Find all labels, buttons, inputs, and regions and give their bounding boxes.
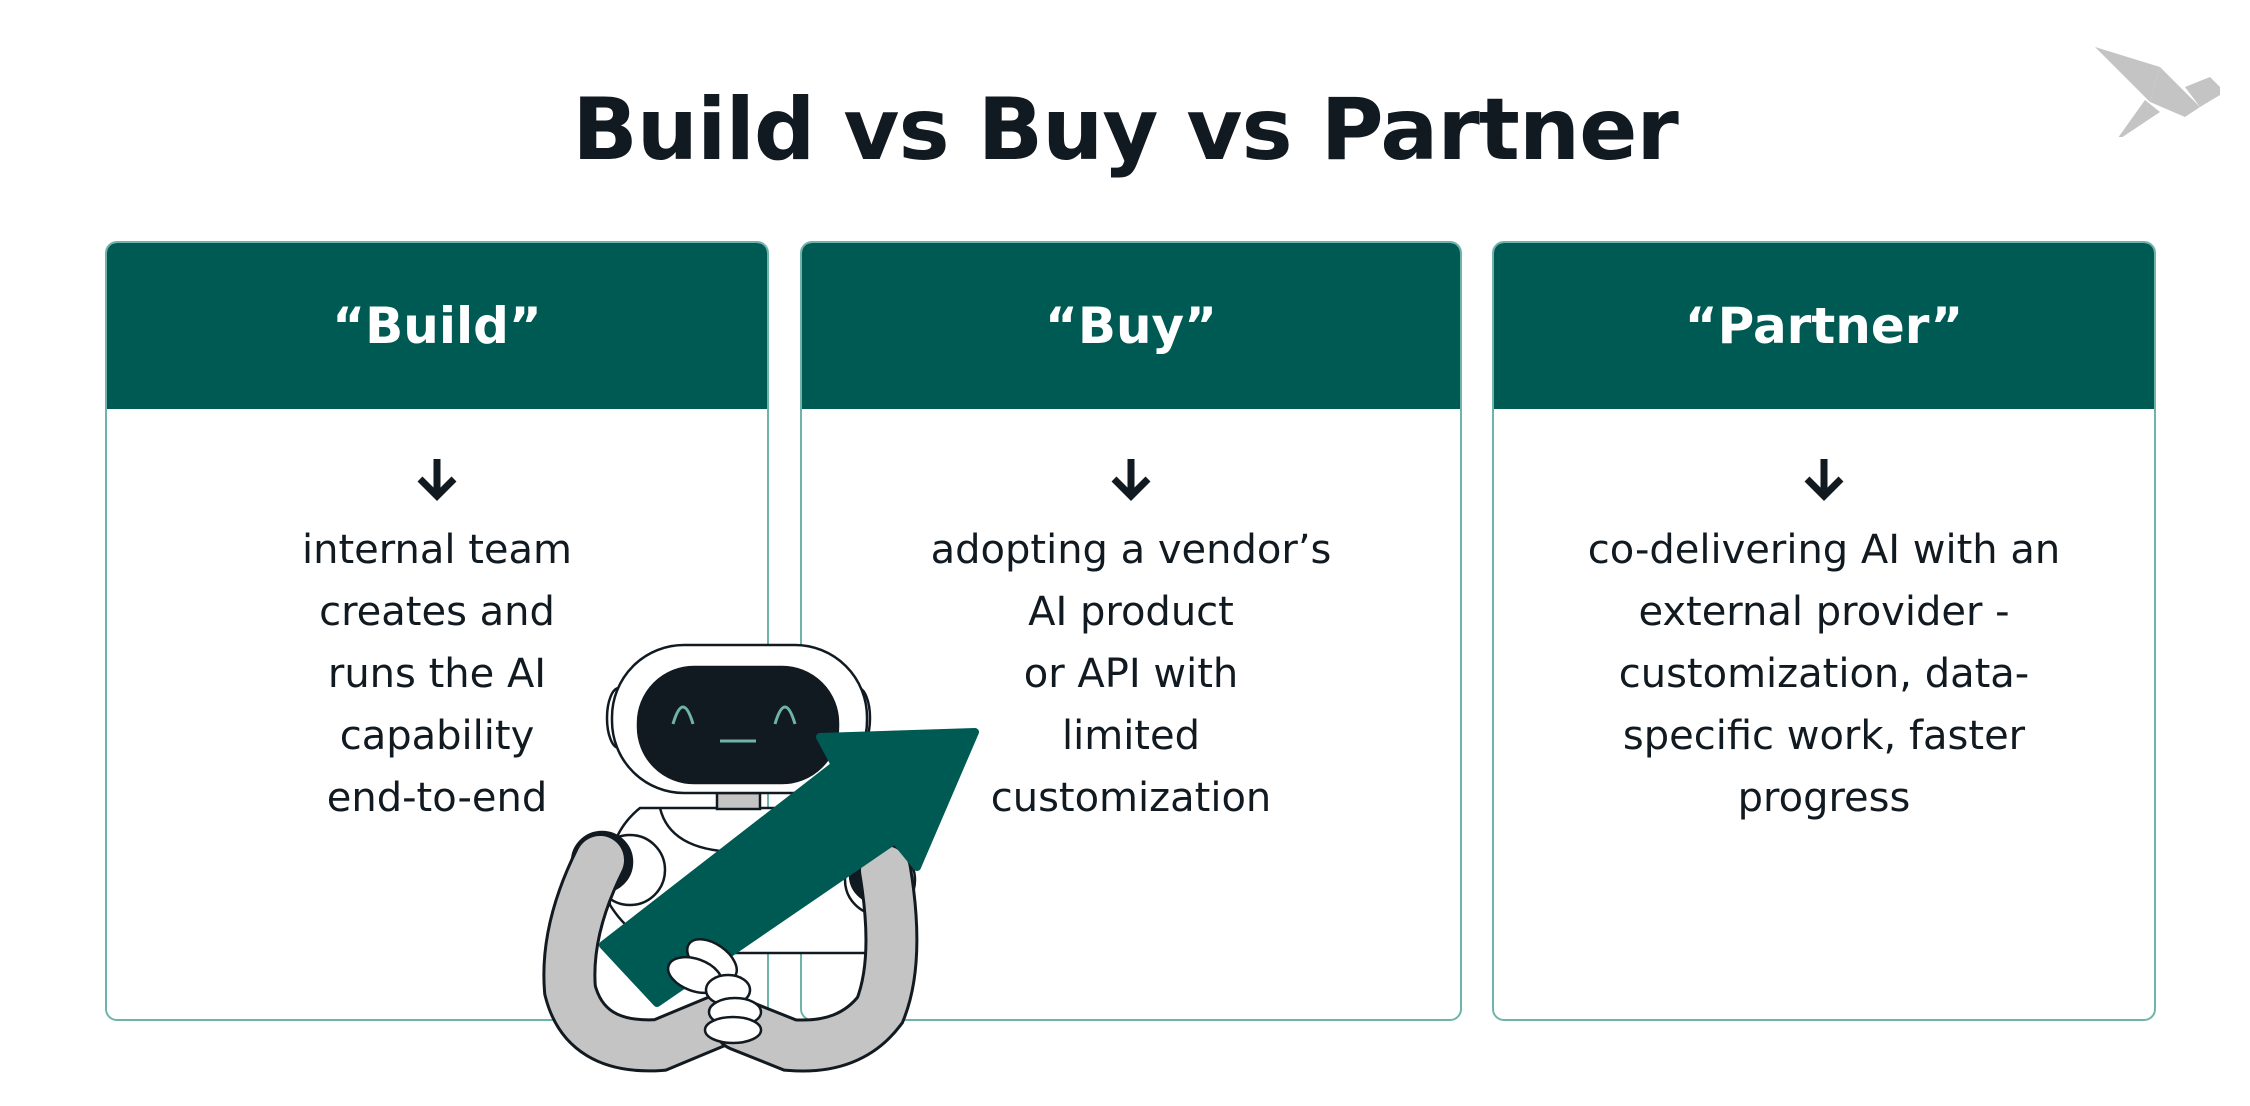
card-heading: “Buy” bbox=[802, 243, 1460, 409]
card-heading: “Partner” bbox=[1494, 243, 2154, 409]
card-description: internal team creates and runs the AI ca… bbox=[302, 527, 572, 821]
card-buy: “Buy” adopting a vendor’s AI product or … bbox=[800, 241, 1462, 1021]
arrow-down-icon bbox=[1804, 459, 1844, 501]
card-description: co-delivering AI with an external provid… bbox=[1587, 527, 2061, 821]
origami-bird-logo-icon bbox=[2095, 47, 2220, 137]
card-heading: “Build” bbox=[107, 243, 767, 409]
arrow-down-icon bbox=[417, 459, 457, 501]
card-description: adopting a vendor’s AI product or API wi… bbox=[930, 527, 1332, 821]
page-title: Build vs Buy vs Partner bbox=[572, 80, 1679, 180]
arrow-down-icon bbox=[1111, 459, 1151, 501]
card-build: “Build” internal team creates and runs t… bbox=[105, 241, 769, 1021]
card-partner: “Partner” co-delivering AI with an exter… bbox=[1492, 241, 2156, 1021]
